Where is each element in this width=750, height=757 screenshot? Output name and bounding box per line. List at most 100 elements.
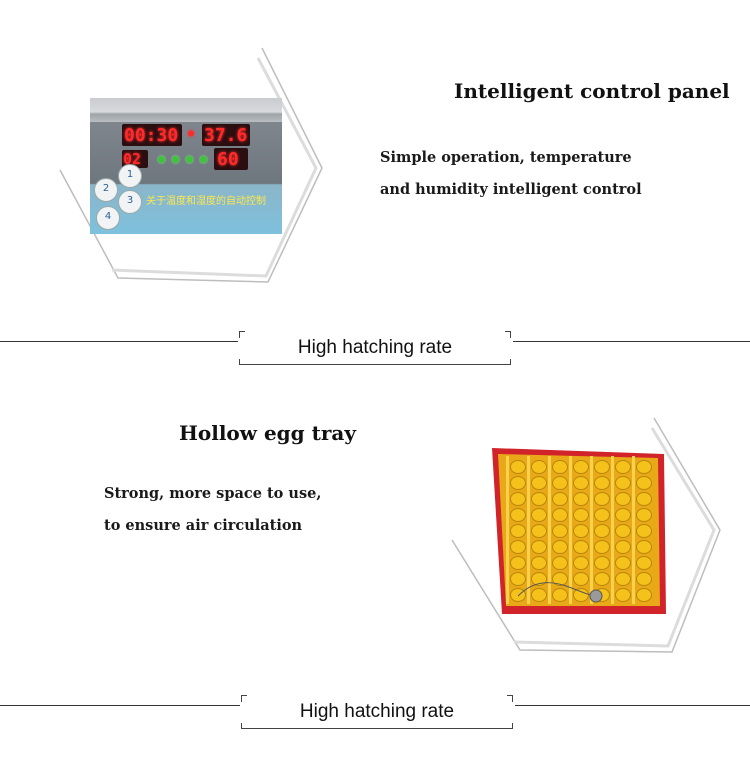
panel-button-2: 2 [94,178,118,202]
egg-cell [594,492,610,506]
egg-cell [573,588,589,602]
banner-underline [241,723,513,729]
egg-cell [510,476,526,490]
banner-corner [241,695,247,702]
banner-one-right-rule [513,341,750,342]
banner-corner [505,331,511,338]
egg-cell [510,460,526,474]
egg-cell [636,476,652,490]
banner-underline [239,359,511,365]
egg-tray-illustration [492,448,666,614]
timer-display [122,124,182,146]
egg-cell [573,476,589,490]
egg-cell [594,476,610,490]
egg-cell [552,588,568,602]
section-one-line-1: Simple operation, temperature [380,149,632,166]
tray-divider [569,456,572,604]
egg-tray-photo [488,446,670,618]
egg-cell [594,508,610,522]
egg-cell [636,460,652,474]
banner-two: High hatching rate [241,695,513,729]
tray-divider [527,456,530,604]
tray-divider [611,456,614,604]
panel-caption: 关于温度和湿度的自动控制 [146,196,266,207]
banner-one-label: High hatching rate [297,337,453,358]
panel-button-4: 4 [96,206,120,230]
temperature-readout: 37.6 [204,125,248,146]
egg-cell [636,588,652,602]
egg-cell [510,508,526,522]
egg-cell [573,572,589,586]
egg-cell [552,556,568,570]
egg-cell [573,524,589,538]
status-led [200,156,207,163]
egg-cell [552,508,568,522]
egg-cell [615,540,631,554]
egg-cell [531,556,547,570]
section-two-line-2: to ensure air circulation [104,517,303,534]
egg-cell [615,572,631,586]
egg-cell [531,540,547,554]
egg-cell [636,556,652,570]
egg-cell [594,556,610,570]
tray-divider [590,456,593,604]
tray-divider [506,456,509,604]
egg-cell [615,556,631,570]
section-two-title: Hollow egg tray [179,421,356,445]
tray-divider [548,456,551,604]
egg-cell [594,572,610,586]
egg-cell [636,524,652,538]
egg-cell [552,540,568,554]
banner-two-right-rule [515,705,750,706]
egg-cell [510,572,526,586]
egg-cell [636,572,652,586]
humidity-display [214,148,248,170]
egg-cell [615,588,631,602]
banner-one: High hatching rate [239,331,511,365]
egg-cell [615,508,631,522]
egg-cell [573,460,589,474]
egg-cell [552,492,568,506]
egg-cell [636,540,652,554]
egg-cell [615,524,631,538]
egg-cell [615,476,631,490]
egg-cell [531,572,547,586]
banner-two-label: High hatching rate [299,701,455,722]
egg-cell [594,524,610,538]
egg-cell [573,508,589,522]
egg-cell [552,476,568,490]
section-one-line-2: and humidity intelligent control [380,181,642,198]
egg-cell [510,588,526,602]
egg-cell [594,460,610,474]
status-led [186,156,193,163]
banner-corner [507,695,513,702]
egg-cell [552,524,568,538]
egg-cell [573,540,589,554]
egg-cell [531,492,547,506]
egg-cell [510,540,526,554]
egg-cell [552,460,568,474]
egg-cell [531,508,547,522]
egg-cell [573,492,589,506]
egg-cell [510,492,526,506]
control-panel-photo: 00:30 37.6 ● 02 60 1 2 3 4 关于温度和湿度的自动控制 [90,98,282,234]
section-one-title: Intelligent control panel [454,79,730,103]
status-led [172,156,179,163]
egg-cell [510,556,526,570]
egg-cell [615,492,631,506]
status-led [158,156,165,163]
section-two-line-1: Strong, more space to use, [104,485,322,502]
egg-cell [531,524,547,538]
banner-corner [239,331,245,338]
indicator-dot: ● [188,128,195,139]
mode-display [122,150,148,168]
egg-cell [531,460,547,474]
tray-divider [632,456,635,604]
egg-cell [573,556,589,570]
panel-button-3: 3 [118,190,142,214]
banner-one-left-rule [0,341,238,342]
